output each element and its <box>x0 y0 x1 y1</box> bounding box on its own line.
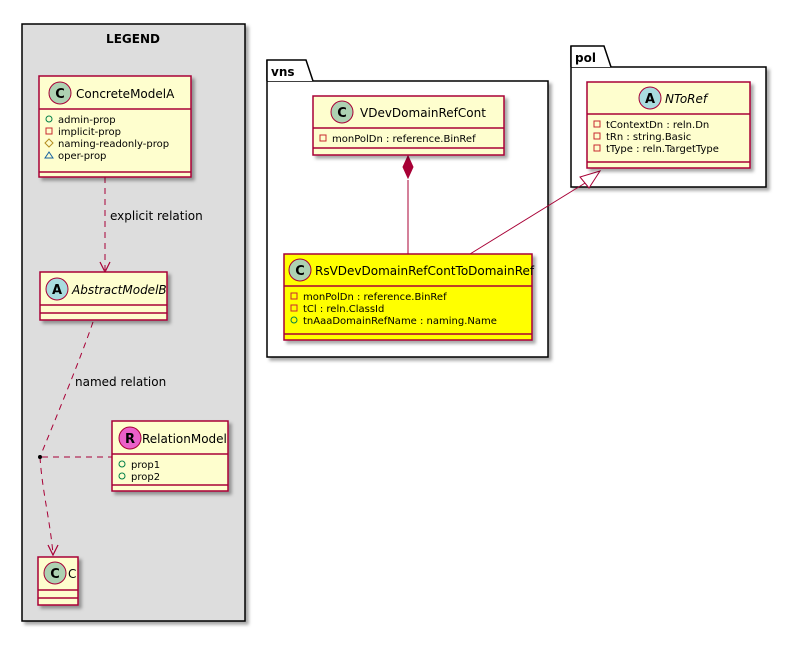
relation-class-icon <box>118 426 142 450</box>
named-relation-edge: named relation <box>38 321 166 557</box>
class-vdev-domain-ref-cont[interactable]: C VDevDomainRefCont monPolDn : reference… <box>312 95 505 156</box>
svg-text:C: C <box>50 567 60 582</box>
class-name: NToRef <box>665 92 709 106</box>
private-icon <box>593 132 601 140</box>
class-rs-vdev-domain-ref-cont-to-domain-ref[interactable]: C RsVDevDomainRefContToDomainRef monPolD… <box>283 253 535 341</box>
public-icon <box>118 472 126 480</box>
svg-text:R: R <box>125 432 135 447</box>
prop-name: tContextDn : reln.Dn <box>606 120 709 131</box>
abstract-class-icon <box>45 277 69 301</box>
prop-name: tnAaaDomainRefName : naming.Name <box>303 316 497 327</box>
vns-package-label: vns <box>271 65 295 79</box>
class-relation-model[interactable]: R RelationModel prop1 prop2 <box>111 420 229 492</box>
prop-name: tRn : string.Basic <box>606 132 691 143</box>
protected-icon <box>44 138 54 148</box>
named-relation-label: named relation <box>75 375 166 389</box>
private-icon <box>290 292 298 300</box>
prop-name: tType : reln.TargetType <box>606 144 719 155</box>
private-icon <box>319 134 327 142</box>
abstract-class-icon <box>638 86 662 110</box>
class-icon <box>43 561 67 585</box>
class-name: ConcreteModelA <box>76 87 175 101</box>
prop-name: monPolDn : reference.BinRef <box>303 292 447 303</box>
class-concrete-model-a[interactable]: C ConcreteModelA admin-prop implicit-pro… <box>38 75 192 178</box>
public-icon <box>118 460 126 468</box>
prop-name: tCl : reln.ClassId <box>303 304 384 315</box>
public-icon <box>45 115 53 123</box>
svg-text:A: A <box>52 283 62 298</box>
prop-name: implicit-prop <box>58 127 121 138</box>
class-name: RsVDevDomainRefContToDomainRef <box>315 264 535 278</box>
class-name: AbstractModelB <box>71 283 167 297</box>
class-icon <box>288 258 312 282</box>
pol-package-label: pol <box>575 51 596 65</box>
prop-name: admin-prop <box>58 115 116 126</box>
private-icon <box>593 120 601 128</box>
class-name: VDevDomainRefCont <box>360 106 486 120</box>
class-icon <box>330 100 354 124</box>
prop-name: oper-prop <box>58 151 106 162</box>
class-icon <box>48 81 72 105</box>
class-c[interactable]: C C <box>37 556 79 606</box>
class-ntoref[interactable]: A NToRef tContextDn : reln.Dn tRn : stri… <box>586 81 751 169</box>
private-icon <box>290 304 298 312</box>
inheritance-edge <box>469 170 602 255</box>
class-abstract-model-b[interactable]: A AbstractModelB <box>39 271 168 321</box>
svg-text:A: A <box>645 92 655 107</box>
svg-text:C: C <box>295 264 305 279</box>
prop-name: prop2 <box>131 472 160 483</box>
legend-title: LEGEND <box>106 32 160 46</box>
prop-name: monPolDn : reference.BinRef <box>332 134 476 145</box>
private-icon <box>593 144 601 152</box>
prop-name: naming-readonly-prop <box>58 139 169 150</box>
class-name: C <box>68 567 76 581</box>
svg-text:C: C <box>337 106 347 121</box>
composition-edge <box>402 154 414 254</box>
public-icon <box>290 316 298 324</box>
svg-text:C: C <box>55 87 65 102</box>
package-private-icon <box>44 151 54 159</box>
private-icon <box>45 127 53 135</box>
prop-name: prop1 <box>131 460 160 471</box>
explicit-relation-label: explicit relation <box>110 209 203 223</box>
class-name: RelationModel <box>142 432 227 446</box>
